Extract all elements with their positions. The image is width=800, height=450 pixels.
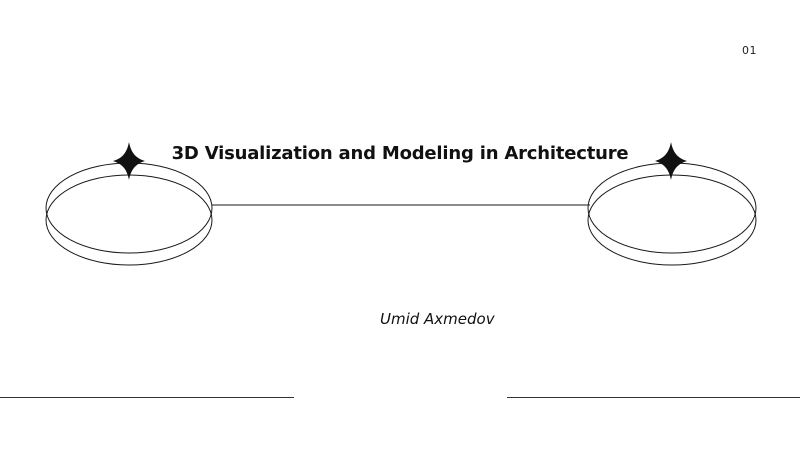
right-ring [587, 162, 757, 266]
page-number: 01 [742, 44, 757, 57]
author-name: Umid Axmedov [380, 310, 495, 328]
star-sparkle-icon [655, 142, 687, 180]
slide-title: 3D Visualization and Modeling in Archite… [171, 143, 629, 164]
bottom-rule-left [0, 397, 294, 398]
bottom-rule-right [507, 397, 800, 398]
star-sparkle-icon [113, 142, 145, 180]
